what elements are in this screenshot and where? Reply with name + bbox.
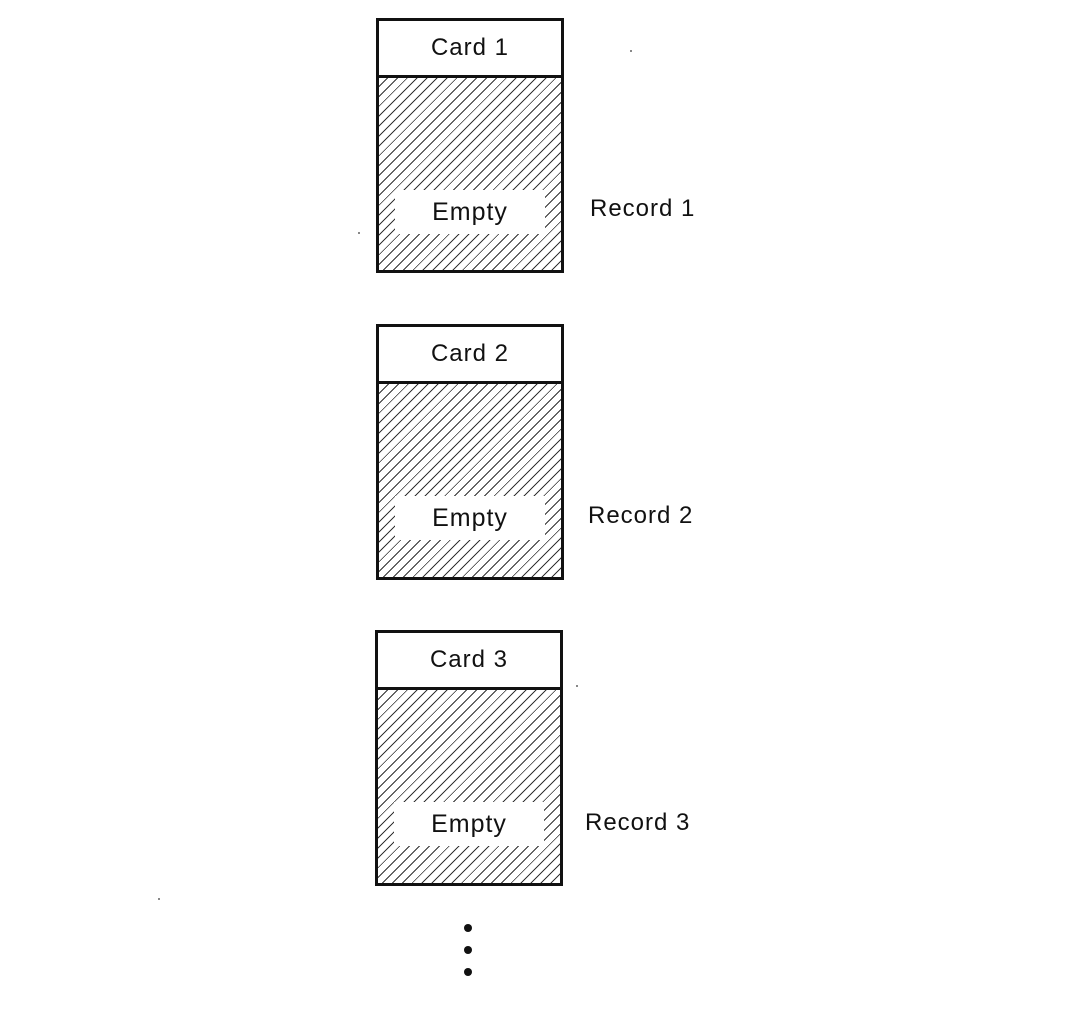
ellipsis-dot [464,968,472,976]
scan-speck [358,232,360,234]
empty-label: Empty [395,496,545,540]
hatched-card-body: Empty [379,78,561,270]
hatched-card-body: Empty [379,384,561,577]
ellipsis-dot [464,946,472,954]
record-label: Record 3 [585,809,691,836]
card-header: Card 1 [379,21,561,78]
empty-label: Empty [394,802,544,846]
hatched-card-body: Empty [378,690,560,883]
card-header: Card 2 [379,327,561,384]
scan-speck [576,685,578,687]
card-3: Card 3 Empty [375,630,563,886]
card-2: Card 2 Empty [376,324,564,580]
scan-speck [158,898,160,900]
card-1: Card 1 Empty [376,18,564,273]
record-label: Record 2 [588,502,694,529]
empty-label: Empty [395,190,545,234]
record-label: Record 1 [590,195,696,222]
scan-speck [630,50,632,52]
card-header: Card 3 [378,633,560,690]
ellipsis-dot [464,924,472,932]
